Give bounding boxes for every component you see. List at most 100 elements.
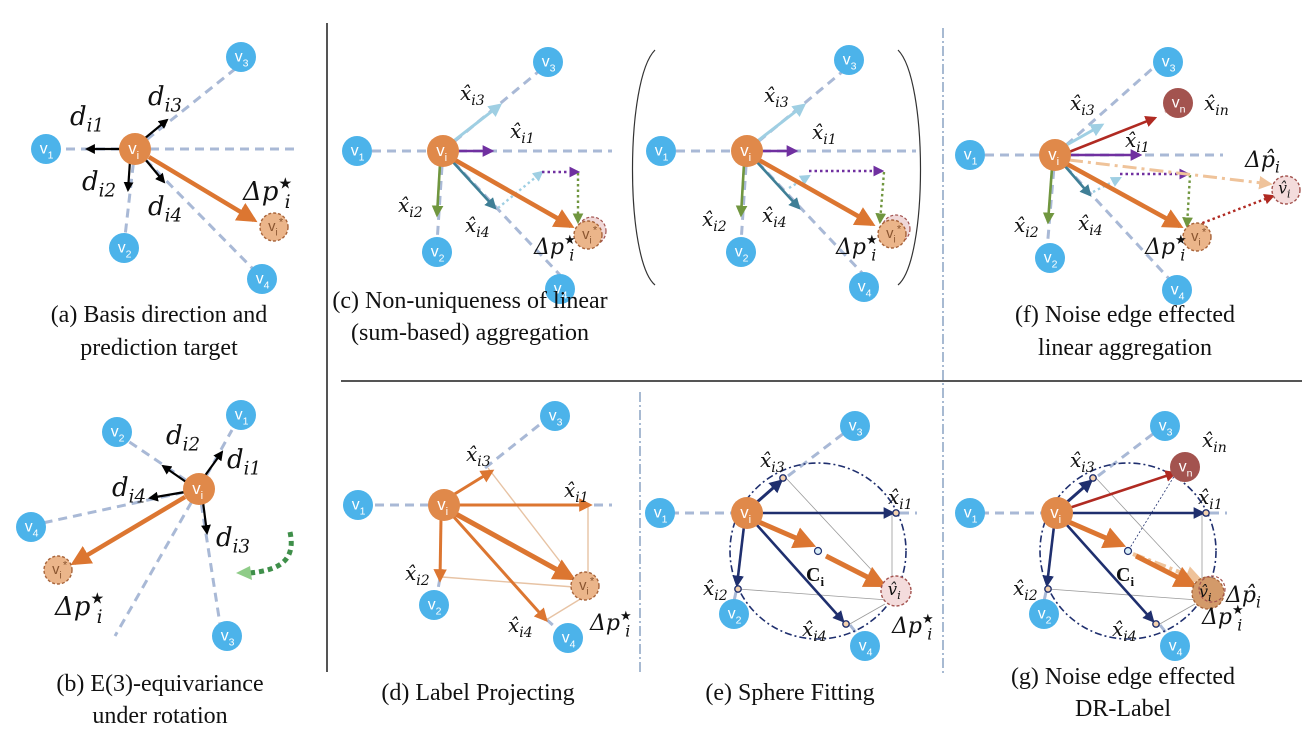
xhat-arrow-i2 [735,163,748,218]
target-arrow-delta-p [453,158,575,229]
neighbor-node-v1-circle [955,140,985,170]
center-node-vi: vi [1041,497,1073,529]
neighbor-node-v2-label: v2 [428,597,442,618]
sphere-point-i4 [1152,620,1160,628]
target-arrow-delta-p [1065,162,1184,228]
neighbor-node-v2: v2 [1029,599,1059,629]
neighbor-node-v1-circle [955,498,985,528]
target-arrow-delta-p [454,511,576,581]
edge-line [787,428,849,478]
edge-line [134,63,241,151]
target-node-vi-star: vi* [570,571,600,601]
basis-label-i4: di4 [112,473,146,508]
target-arrow-delta-p [824,553,888,588]
delta-p-star-label: Δp★i [835,233,878,265]
xhat-label-i4: x̂i4 [508,613,533,641]
xhat-label-i2: x̂i2 [702,207,727,235]
neighbor-node-v1-circle [31,134,61,164]
neighbor-node-v4-circle [553,623,583,653]
caption-c: (c) Non-uniqueness of linear(sum-based) … [332,288,607,346]
delta-p-star-label: Δp★i [589,609,632,641]
neighbor-node-v3-label: v3 [221,628,235,649]
caption-d: (d) Label Projecting [381,680,574,706]
target-node-vi-star: vi* [573,220,603,250]
center-node-vi-label: vi [740,503,751,526]
target-arrow-delta-p [70,495,187,566]
neighbor-node-v3-circle [226,42,256,72]
delta-p-star-label: Δp★i [54,589,104,628]
neighbor-node-v3-circle [540,401,570,431]
neighbor-node-v1-circle [226,400,256,430]
predicted-node-label: v̂i [1199,582,1212,604]
predicted-node-overlap: v̂i [1191,575,1226,610]
neighbor-node-v4-label: v4 [1171,282,1185,303]
chord-line [1157,603,1196,626]
neighbor-node-v2-circle [1035,243,1065,273]
neighbor-node-v4-circle [16,512,46,542]
edge-line [197,488,222,625]
edge-line [1158,624,1170,636]
xhat-arrow-i4 [1063,164,1092,197]
xhat-arrow-i2 [1042,167,1055,225]
target-node-vi-star-label: vi [52,562,62,581]
center-node-vi: vi [183,473,215,505]
neighbor-node-v3: v3 [533,47,563,77]
edge-line [113,488,201,637]
right-parenthesis [897,49,922,286]
neighbor-node-v3-circle [840,411,870,441]
neighbor-node-v1: v1 [646,136,676,166]
proj-arrow-i3 [452,469,495,497]
neighbor-node-v2-label: v2 [1038,606,1052,627]
sum-arrow-light-blue [497,170,544,209]
basis-label-i3: di3 [148,82,182,117]
neighbor-node-v1-label: v1 [40,141,54,162]
xhat-label-i1: x̂i1 [510,119,535,147]
edge-line [745,149,866,277]
neighbor-node-v3-label: v3 [235,49,249,70]
caption-b-line-2: under rotation [92,703,227,729]
neighbor-node-v2: v2 [109,233,139,263]
proj-arrow-i4 [451,515,548,623]
sphere-point-i1 [892,509,900,517]
xhat-label-i2: x̂i2 [703,576,728,604]
target-node-vi-star-label: vi [268,219,278,238]
target-node-vi-star-circle [570,571,600,601]
basis-label-i4: di4 [148,192,182,227]
xhat-label-i1: x̂i1 [1125,128,1150,156]
neighbor-node-v4: v4 [16,512,46,542]
xhat-label-i1: x̂i1 [1198,485,1223,513]
neighbor-node-v3-label: v3 [542,54,556,75]
xhat-arrow-i4 [755,523,845,623]
neighbor-node-v1-circle [343,490,373,520]
xhat-label-i3: x̂i3 [764,83,789,111]
xhat-label-in: x̂in [1204,91,1229,119]
fitted-sphere [1039,462,1217,640]
predicted-node-circle [1271,175,1301,205]
chord-line [1047,588,1199,601]
target-node-vi-star-star: * [63,560,68,572]
xhat-label-i4: x̂i4 [802,617,827,645]
center-node-vi-label: vi [128,139,139,162]
neighbor-node-v3-circle [1150,411,1180,441]
target-node-vi-star-label: vi [582,227,592,246]
center-node-vi-circle [427,135,459,167]
xhat-label-i1: x̂i1 [888,485,913,513]
neighbor-node-v2-circle [109,233,139,263]
caption-c-line-1: (c) Non-uniqueness of linear [332,288,607,314]
neighbor-node-v2-circle [419,590,449,620]
center-node-vi-circle [428,489,460,521]
edge-line [441,149,562,277]
delta-p-hat-label: Δp̂i [1244,148,1280,177]
basis-arrow-di4 [148,490,186,502]
chord-line [737,588,889,601]
predicted-node-label: v̂i [888,580,901,602]
neighbor-node-v4-circle [1162,275,1192,305]
pred-arrow-delta-p-hat [1068,158,1273,190]
neighbor-node-v1-label: v1 [654,505,668,526]
basis-label-i3: di3 [216,523,250,558]
edge-line [484,416,549,470]
xhat-arrow-i3 [755,479,784,505]
basis-arrow-di2 [123,160,134,192]
center-node-vi-label: vi [1048,145,1059,168]
